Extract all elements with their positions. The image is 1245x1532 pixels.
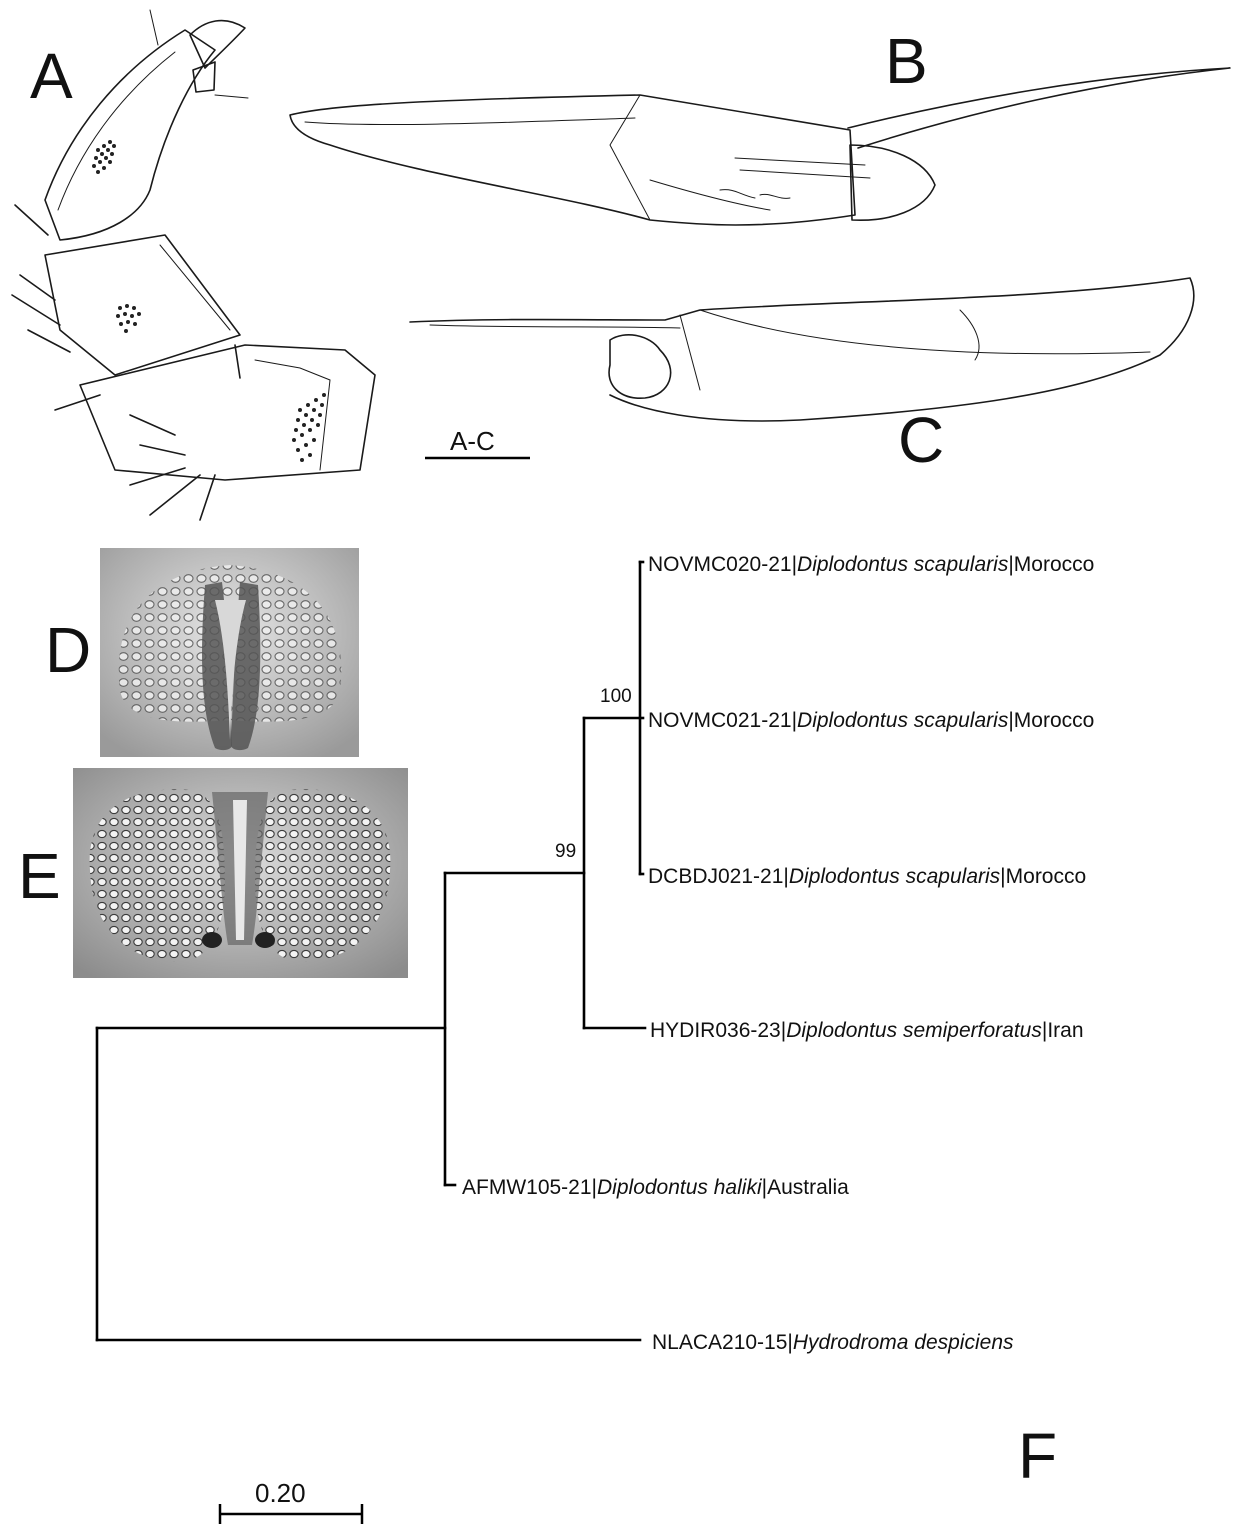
panel-label-d: D: [45, 614, 91, 686]
panel-label-b: B: [885, 25, 928, 97]
panel-c-drawing: C: [410, 278, 1194, 476]
pore-field-a2: [116, 304, 141, 333]
tip-label-dcbdj021: DCBDJ021-21|Diplodontus scapularis|Moroc…: [648, 865, 1086, 888]
panel-d-photo: D: [45, 548, 359, 757]
panel-a-leg-drawing: A: [12, 10, 375, 520]
panel-e-photo: E: [18, 768, 408, 978]
tip-label-novmc021: NOVMC021-21|Diplodontus scapularis|Moroc…: [648, 709, 1094, 732]
pore-field-a1: [92, 140, 116, 174]
tip-label-novmc020: NOVMC020-21|Diplodontus scapularis|Moroc…: [648, 553, 1094, 576]
panel-label-a: A: [30, 40, 73, 112]
bootstrap-99: 99: [555, 841, 576, 862]
panel-b-drawing: B: [290, 25, 1230, 225]
pore-field-a3: [292, 393, 326, 462]
bootstrap-100: 100: [600, 686, 632, 707]
panel-label-c: C: [898, 404, 944, 476]
tree-scale-bar: 0.20: [220, 1478, 362, 1524]
drawing-scale-bar: A-C: [425, 426, 530, 458]
tip-label-hydir036: HYDIR036-23|Diplodontus semiperforatus|I…: [650, 1019, 1084, 1042]
tree-scale-label: 0.20: [255, 1478, 306, 1508]
drawing-scale-label: A-C: [450, 426, 495, 456]
tip-label-nlaca210: NLACA210-15|Hydrodroma despiciens: [652, 1331, 1014, 1354]
panel-label-e: E: [18, 840, 61, 912]
tip-label-afmw105: AFMW105-21|Diplodontus haliki|Australia: [462, 1176, 849, 1199]
panel-label-f: F: [1018, 1420, 1057, 1492]
